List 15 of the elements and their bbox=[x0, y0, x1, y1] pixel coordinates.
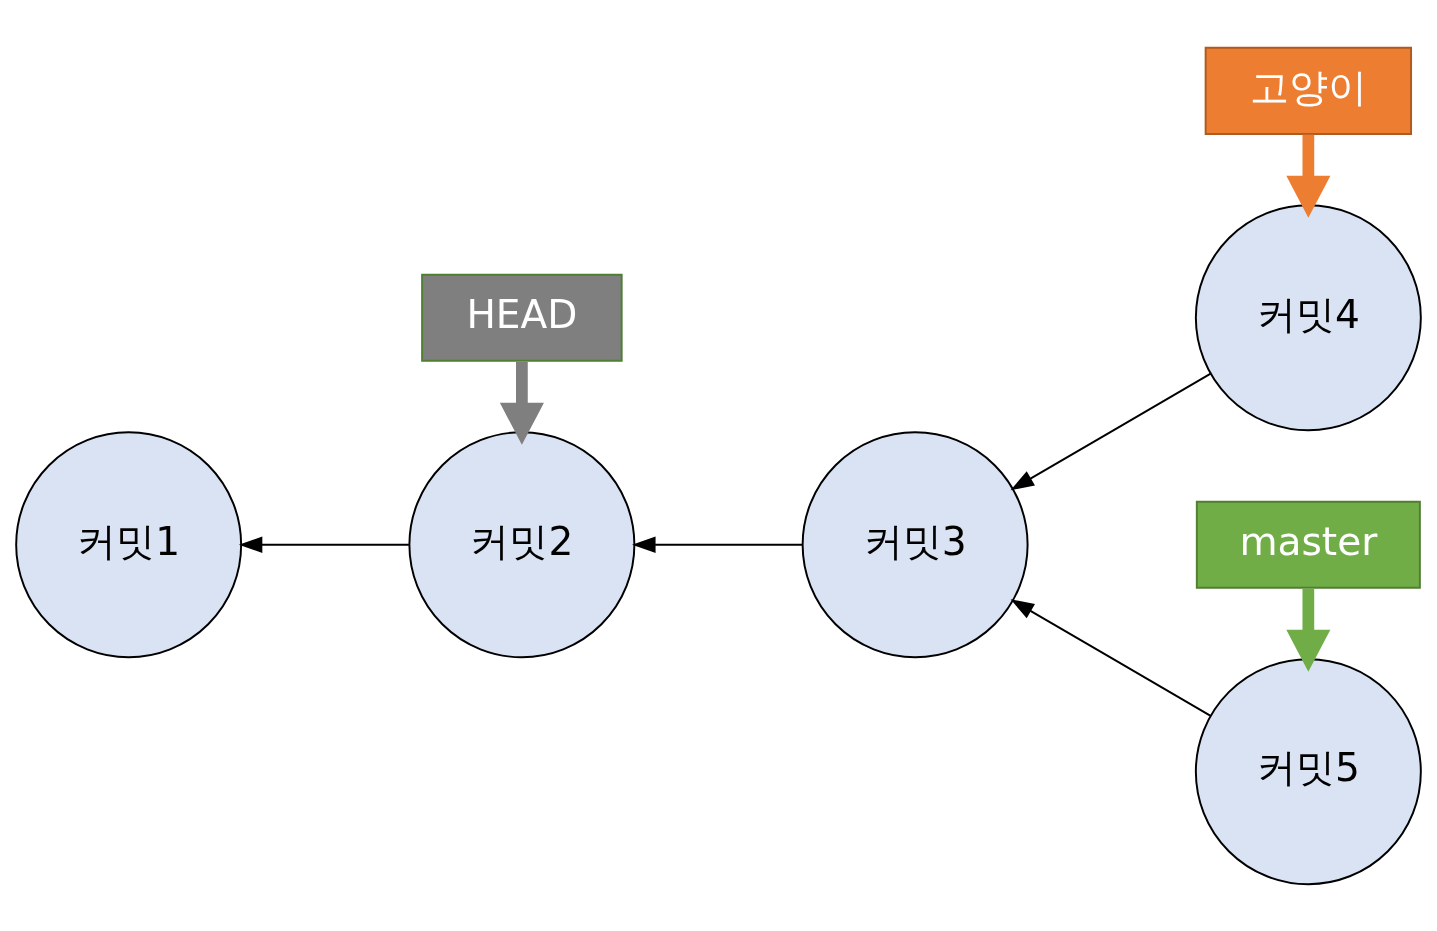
node-box: master bbox=[1195, 500, 1421, 589]
arrow bbox=[1010, 372, 1212, 490]
arrow bbox=[238, 536, 410, 553]
arrow bbox=[632, 536, 804, 553]
arrow bbox=[1286, 588, 1331, 672]
node-circle: 커밋2 bbox=[408, 430, 636, 658]
node-circle: 커밋4 bbox=[1194, 203, 1422, 431]
arrow bbox=[499, 361, 544, 445]
arrow bbox=[1286, 134, 1331, 218]
node-circle: 커밋3 bbox=[801, 430, 1029, 658]
node-circle: 커밋1 bbox=[15, 430, 243, 658]
node-circle: 커밋5 bbox=[1194, 657, 1422, 885]
node-box: 고양이 bbox=[1204, 46, 1413, 135]
arrow bbox=[1010, 598, 1212, 717]
node-box: HEAD bbox=[421, 273, 623, 362]
